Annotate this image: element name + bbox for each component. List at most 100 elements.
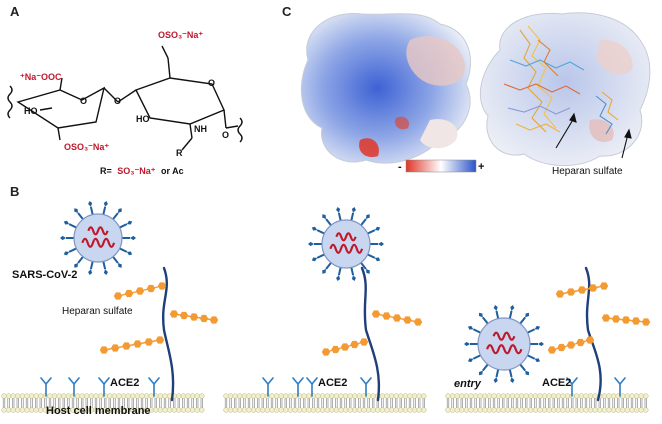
lipid-head-top	[445, 393, 451, 399]
sars-cov-2-label: SARS-CoV-2	[12, 269, 77, 281]
spike-protein	[88, 200, 93, 207]
lipid-head-bottom	[393, 407, 399, 413]
ace2-label-1: ACE2	[110, 377, 139, 389]
lipid-head-bottom	[273, 407, 280, 413]
sugar-unit	[340, 343, 350, 351]
lipid-head-top	[491, 393, 497, 399]
lipid-head-top	[246, 393, 252, 399]
spike-protein	[534, 358, 541, 363]
spike-protein	[88, 269, 93, 276]
sugar-unit	[631, 317, 641, 325]
proteoglycan-core-chain	[584, 266, 602, 402]
ace2-receptor-icon	[566, 377, 578, 397]
sugar-unit	[566, 341, 576, 349]
membrane-segment-3	[445, 393, 649, 413]
lipid-head-top	[199, 393, 205, 399]
spike-protein	[322, 269, 327, 274]
lipid-head-top	[329, 393, 335, 399]
spike-protein	[311, 257, 318, 262]
lipid-head-top	[365, 393, 372, 399]
lipid-head-bottom	[491, 407, 497, 413]
lipid-head-top	[495, 393, 502, 399]
lipid-head-top	[111, 393, 118, 399]
lipid-head-bottom	[528, 407, 534, 413]
bottom-oxygen-label: O	[222, 130, 229, 140]
lipid-head-bottom	[352, 407, 358, 413]
lipid-head-top	[449, 393, 456, 399]
membrane-segment-1	[1, 393, 205, 413]
lipid-head-bottom	[421, 407, 427, 413]
heparan-sulfate-chain	[169, 310, 219, 324]
lipid-head-bottom	[569, 407, 575, 413]
lipid-head-top	[606, 393, 612, 399]
lipid-head-bottom	[342, 407, 349, 413]
viral-rna	[329, 243, 364, 254]
spike-protein	[336, 275, 341, 282]
colorbar-minus-label: -	[398, 161, 402, 173]
spike-protein	[464, 341, 470, 347]
lipid-head-top	[185, 393, 191, 399]
spike-protein	[493, 377, 498, 383]
lipid-head-bottom	[28, 407, 35, 413]
lipid-head-top	[232, 393, 238, 399]
spike-protein	[538, 341, 544, 347]
lipid-head-bottom	[597, 407, 603, 413]
sugar-unit	[209, 316, 219, 324]
lipid-head-bottom	[333, 407, 340, 413]
lipid-head-top	[587, 393, 594, 399]
lipid-head-top	[315, 393, 321, 399]
lipid-head-bottom	[153, 407, 159, 413]
lipid-head-top	[65, 393, 72, 399]
lipid-head-top	[541, 393, 548, 399]
heparan-sulfate-chain	[99, 336, 165, 354]
lipid-head-bottom	[365, 407, 372, 413]
lipid-head-top	[237, 393, 243, 399]
sugar-unit	[157, 282, 167, 290]
lipid-head-top	[402, 393, 409, 399]
lipid-head-bottom	[546, 407, 552, 413]
lipid-head-top	[287, 393, 294, 399]
lipid-head-bottom	[638, 407, 644, 413]
heparan-sulfate-label-c: Heparan sulfate	[552, 166, 623, 177]
lipid-head-top	[578, 393, 585, 399]
ace2-receptor-icon	[148, 377, 160, 397]
lipid-head-top	[523, 393, 529, 399]
lipid-head-bottom	[578, 407, 585, 413]
lipid-head-top	[180, 393, 187, 399]
lipid-head-top	[15, 393, 21, 399]
lipid-head-bottom	[301, 407, 307, 413]
lipid-head-bottom	[620, 407, 626, 413]
lipid-head-top	[638, 393, 644, 399]
lipid-head-top	[28, 393, 35, 399]
lipid-head-top	[38, 393, 44, 399]
sugar-unit	[547, 346, 557, 354]
chain-break-left-icon	[7, 85, 13, 119]
lipid-head-bottom	[375, 407, 381, 413]
lipid-head-top	[384, 393, 390, 399]
lipid-head-bottom	[468, 407, 474, 413]
ace2-receptor-icon	[262, 377, 274, 397]
spike-protein	[117, 208, 122, 213]
ace2-receptor-icon	[614, 377, 626, 397]
lipid-head-bottom	[264, 407, 271, 413]
lipid-head-top	[505, 393, 511, 399]
sars-cov-2-virion-icon	[464, 305, 544, 383]
lipid-head-top	[324, 393, 330, 399]
lipid-head-bottom	[237, 407, 243, 413]
heparan-sulfate-structure	[7, 45, 243, 151]
spike-protein	[74, 208, 79, 213]
spike-protein	[336, 206, 341, 213]
spike-protein	[351, 275, 356, 282]
sugar-unit	[189, 313, 199, 321]
lipid-head-top	[116, 393, 122, 399]
r-definition-sulfate: SO₃⁻Na⁺	[117, 166, 155, 176]
sugar-unit	[382, 312, 391, 320]
host-cell-membrane	[1, 393, 649, 413]
r-definition: R= SO₃⁻Na⁺ or Ac	[100, 166, 184, 176]
heparan-sulfate-chain	[547, 336, 595, 354]
lipid-head-top	[260, 393, 266, 399]
lipid-head-bottom	[361, 407, 367, 413]
panel-c-label: C	[282, 4, 292, 19]
lipid-head-bottom	[176, 407, 182, 413]
